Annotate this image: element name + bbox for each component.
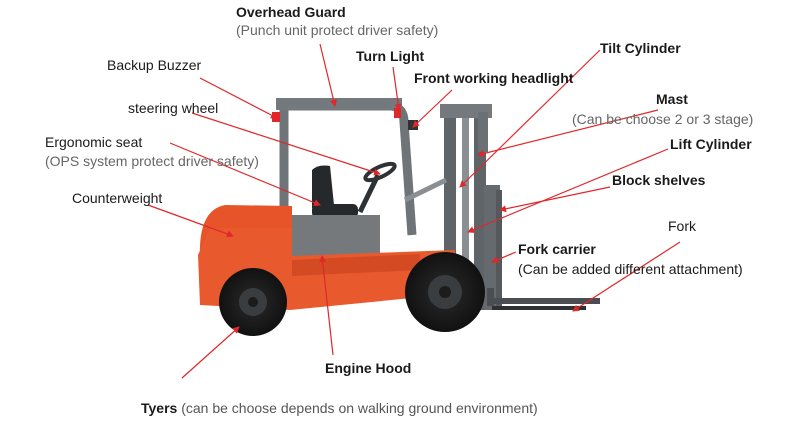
label-mast: Mast: [656, 91, 688, 107]
label-tyers-subtitle: (can be choose depends on walking ground…: [177, 400, 538, 416]
front-tire: [405, 252, 485, 332]
label-tyers-title: Tyers: [141, 400, 178, 416]
leader-tyers: [181, 326, 240, 379]
tilt-cylinder: [403, 177, 448, 203]
rear-tire: [219, 268, 287, 336]
leader-counterweight: [147, 204, 234, 238]
label-fork-carrier: Fork carrier: [518, 241, 596, 257]
label-counterweight: Counterweight: [72, 190, 163, 206]
label-overhead-guard: Overhead Guard: [236, 4, 346, 20]
label-tilt-cylinder: Tilt Cylinder: [600, 40, 681, 56]
leader-backup-buzzer: [199, 77, 278, 119]
leader-lines: [147, 43, 681, 379]
leader-steering-wheel: [191, 112, 381, 176]
leader-fork-carrier: [491, 251, 517, 263]
block-shelves: [484, 185, 502, 310]
label-mast-subtitle: (Can be choose 2 or 3 stage): [572, 111, 754, 127]
leader-engine-hood: [319, 255, 334, 356]
leader-ergonomic-seat: [169, 142, 321, 206]
leader-front-headlight: [412, 89, 453, 128]
leader-tilt-cylinder: [459, 49, 601, 188]
label-block-shelves: Block shelves: [612, 172, 706, 188]
label-lift-cylinder: Lift Cylinder: [670, 136, 752, 152]
lift-cylinder: [462, 118, 469, 288]
label-steering-wheel: steering wheel: [128, 100, 219, 116]
leader-block-shelves: [499, 186, 611, 213]
label-tyers: Tyers (can be choose depends on walking …: [141, 400, 538, 417]
label-backup-buzzer: Backup Buzzer: [107, 57, 202, 73]
steering-wheel: [357, 161, 397, 214]
turn-light: [394, 108, 401, 118]
leader-lift-cylinder: [467, 148, 669, 233]
forklift-illustration: [198, 98, 600, 336]
label-ergonomic-seat: Ergonomic seat: [45, 134, 143, 150]
label-fork: Fork: [668, 218, 696, 234]
label-ergonomic-seat-subtitle: (OPS system protect driver safety): [45, 153, 259, 169]
label-engine-hood: Engine Hood: [325, 360, 412, 376]
label-overhead-guard-subtitle: (Punch unit protect driver safety): [236, 22, 439, 38]
fork: [487, 288, 600, 310]
leader-mast: [477, 109, 659, 157]
leader-fork: [572, 241, 681, 312]
ergonomic-seat: [312, 165, 358, 218]
leader-overhead-guard: [319, 43, 337, 107]
label-turn-light: Turn Light: [356, 48, 425, 64]
label-fork-carrier-subtitle: (Can be added different attachment): [518, 261, 743, 277]
leader-turn-light: [392, 66, 402, 111]
front-headlight: [408, 120, 418, 130]
label-front-headlight: Front working headlight: [414, 70, 574, 86]
